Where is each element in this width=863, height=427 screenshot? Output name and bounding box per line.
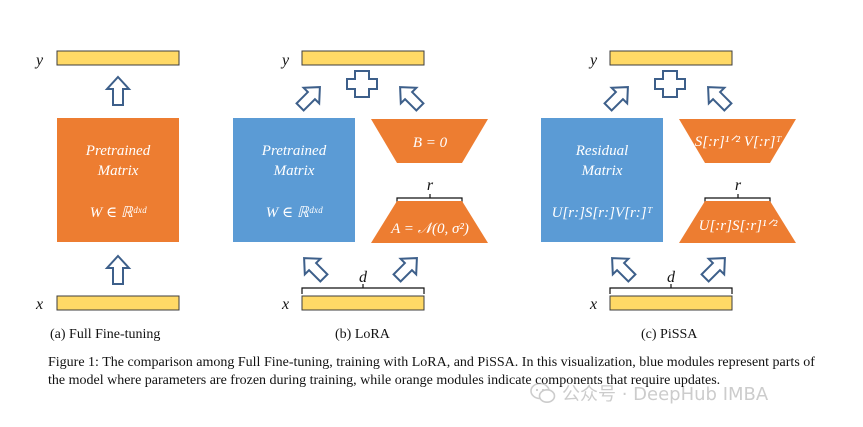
full-input-bar	[56, 295, 180, 311]
lora-adapter-a	[371, 201, 488, 243]
lora-plus-icon	[346, 70, 378, 98]
lora-dim-brace	[301, 284, 425, 294]
pissa-residual-matrix	[541, 118, 663, 242]
lora-dim-label: d	[359, 269, 368, 286]
full-up-arrow-bottom	[106, 255, 130, 285]
pissa-arrow-bottom-left	[603, 249, 641, 287]
figure-caption: Figure 1: The comparison among Full Fine…	[48, 355, 815, 388]
caption-full-finetuning: (a) Full Fine-tuning	[50, 327, 161, 342]
full-pretrained-matrix	[57, 118, 179, 242]
lora-arrow-top-right	[391, 78, 429, 116]
pissa-input-bar	[609, 295, 733, 311]
watermark: 公众号 · DeepHub IMBA	[530, 381, 768, 405]
pissa-matrix-title-line1: Residual	[575, 143, 629, 159]
lora-adapter-b	[371, 119, 488, 163]
watermark-text: 公众号 · DeepHub IMBA	[562, 384, 769, 405]
pissa-plus-icon	[654, 70, 686, 98]
pissa-adapter-top	[679, 119, 796, 163]
full-matrix-formula: W ∈ ℝᵈˣᵈ	[90, 205, 148, 221]
panel-full-finetuning: y Pretrained Matrix W ∈ ℝᵈˣᵈ x	[34, 50, 180, 313]
full-input-label: x	[35, 296, 43, 313]
caption-pissa: (c) PiSSA	[641, 327, 698, 342]
pissa-matrix-title-line2: Matrix	[581, 163, 623, 179]
lora-input-bar	[301, 295, 425, 311]
pissa-adapter-bottom	[679, 201, 796, 243]
full-up-arrow-top	[106, 76, 130, 106]
pissa-matrix-formula: U[r:]S[r:]V[r:]ᵀ	[552, 205, 654, 221]
pissa-rank-label: r	[735, 177, 742, 194]
full-matrix-title-line2: Matrix	[97, 163, 139, 179]
pissa-output-label: y	[588, 52, 598, 69]
wechat-icon	[530, 382, 556, 403]
panel-lora: y Pretrained Matrix W ∈ ℝᵈˣᵈ B = 0 r A =…	[233, 50, 488, 313]
lora-pretrained-matrix	[233, 118, 355, 242]
pissa-arrow-top-right	[699, 78, 737, 116]
lora-adapter-a-label: A = 𝒩(0, σ²)	[390, 221, 469, 237]
lora-arrow-bottom-left	[295, 249, 333, 287]
pissa-adapter-bottom-label: U[:r]S[:r]¹ᐟ²	[699, 218, 778, 234]
lora-matrix-title-line1: Pretrained	[261, 143, 327, 159]
caption-lora: (b) LoRA	[335, 327, 390, 342]
lora-matrix-title-line2: Matrix	[273, 163, 315, 179]
lora-arrow-bottom-right	[388, 249, 426, 287]
lora-adapter-b-label: B = 0	[413, 135, 448, 151]
panel-pissa: y Residual Matrix U[r:]S[r:]V[r:]ᵀ S[:r]…	[541, 50, 796, 313]
pissa-dim-brace	[609, 284, 733, 294]
lora-rank-label: r	[427, 177, 434, 194]
pissa-arrow-bottom-right	[696, 249, 734, 287]
lora-arrow-top-left	[291, 78, 329, 116]
full-output-label: y	[34, 52, 44, 69]
lora-input-label: x	[281, 296, 289, 313]
pissa-input-label: x	[589, 296, 597, 313]
pissa-arrow-top-left	[599, 78, 637, 116]
lora-matrix-formula: W ∈ ℝᵈˣᵈ	[266, 205, 324, 221]
lora-output-label: y	[280, 52, 290, 69]
pissa-adapter-top-label: S[:r]¹ᐟ² V[:r]ᵀ	[695, 134, 783, 150]
pissa-dim-label: d	[667, 269, 676, 286]
full-matrix-title-line1: Pretrained	[85, 143, 151, 159]
pissa-output-bar	[609, 50, 733, 66]
full-output-bar	[56, 50, 180, 66]
lora-output-bar	[301, 50, 425, 66]
